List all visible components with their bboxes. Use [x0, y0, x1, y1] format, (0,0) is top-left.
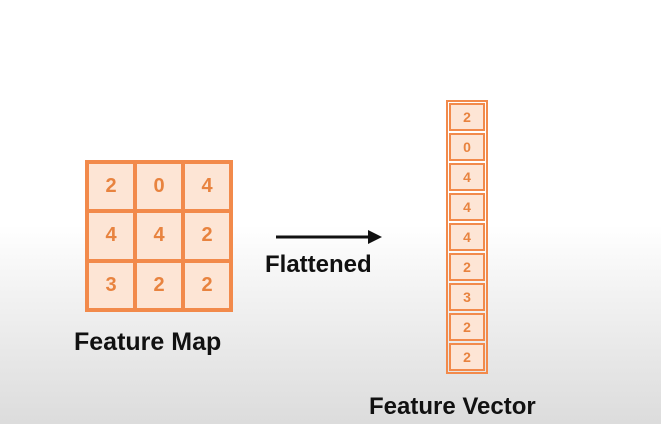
feature-vector-cell: 2	[449, 343, 485, 371]
feature-vector: 2 0 4 4 4 2 3 2 2	[446, 100, 488, 374]
feature-vector-cell: 0	[449, 133, 485, 161]
feature-map-cell: 2	[183, 260, 231, 310]
feature-vector-cell: 4	[449, 223, 485, 251]
flattened-label: Flattened	[265, 251, 372, 278]
feature-map-label: Feature Map	[74, 328, 222, 356]
feature-map-cell: 3	[87, 260, 135, 310]
feature-map-grid: 2 0 4 4 4 2 3 2 2	[85, 160, 233, 312]
feature-map-cell: 4	[135, 211, 183, 261]
flatten-arrow-icon	[276, 230, 382, 244]
feature-vector-cell: 4	[449, 163, 485, 191]
feature-vector-cell: 2	[449, 103, 485, 131]
feature-map-cell: 2	[135, 260, 183, 310]
feature-vector-label: Feature Vector	[369, 393, 536, 420]
feature-map-cell: 4	[87, 211, 135, 261]
feature-vector-cell: 3	[449, 283, 485, 311]
feature-map-cell: 2	[87, 162, 135, 212]
feature-vector-cell: 4	[449, 193, 485, 221]
feature-map-cell: 2	[183, 211, 231, 261]
feature-map-cell: 4	[183, 162, 231, 212]
feature-vector-cell: 2	[449, 313, 485, 341]
feature-map-cell: 0	[135, 162, 183, 212]
feature-vector-cell: 2	[449, 253, 485, 281]
